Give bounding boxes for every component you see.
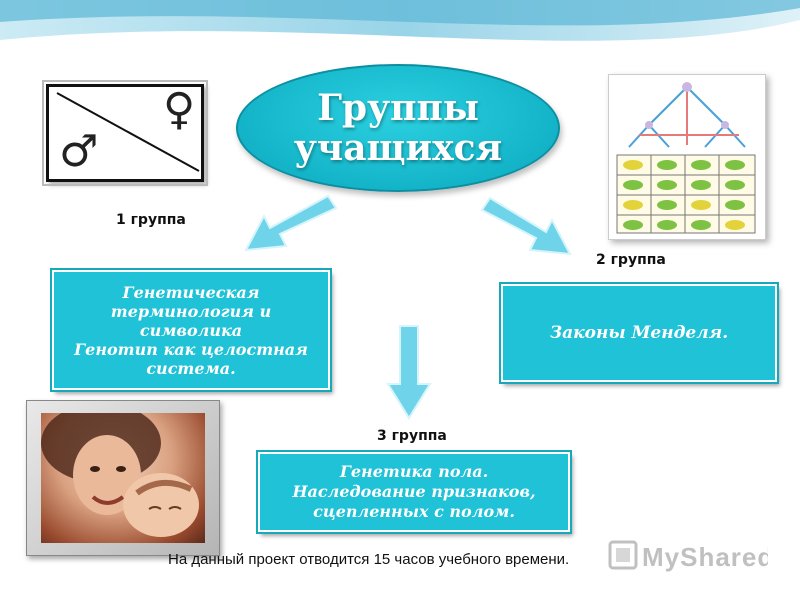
svg-text:MyShared: MyShared xyxy=(642,542,768,572)
group-1-label: 1 группа xyxy=(116,212,186,228)
title-line-2: учащихся xyxy=(293,127,503,169)
topic-line: Генетическая xyxy=(122,282,260,302)
mother-child-illustration xyxy=(41,413,199,537)
watermark-icon: MyShared xyxy=(608,540,773,572)
mendel-punnett-diagram xyxy=(608,74,766,240)
topic-line: Наследование признаков, xyxy=(292,482,536,501)
topic-line: Генотип как целостная xyxy=(74,339,308,359)
title-line-1: Группы xyxy=(317,87,479,129)
topic-line: Законы Менделя. xyxy=(549,323,729,343)
header-swoosh xyxy=(0,0,800,41)
topic-line: Генетика пола. xyxy=(339,462,489,481)
arrow-to-group-1-icon xyxy=(244,194,338,252)
group-2-topic-box: Законы Менделя. xyxy=(499,282,779,384)
female-symbol-icon: ♀ xyxy=(163,84,196,135)
diagonal-line xyxy=(56,92,200,172)
punnett-square-icon xyxy=(616,82,756,234)
footer-note: На данный проект отводится 15 часов учеб… xyxy=(168,551,570,568)
topic-line: система. xyxy=(146,358,236,378)
mother-child-photo xyxy=(41,413,205,543)
group-1-topic-box: Генетическая терминология и символика Ге… xyxy=(50,268,332,392)
group-3-topic-box: Генетика пола. Наследование признаков, с… xyxy=(256,450,572,534)
watermark-logo: MyShared xyxy=(608,534,773,578)
topic-line: символика xyxy=(139,320,243,340)
group-2-label: 2 группа xyxy=(596,252,666,268)
topic-line: сцепленных с полом. xyxy=(313,502,515,521)
arrow-to-group-2-icon xyxy=(480,196,572,256)
title-ellipse: Группы учащихся xyxy=(236,64,560,192)
mother-child-photo-frame xyxy=(26,400,220,556)
male-symbol-icon: ♂ xyxy=(59,126,99,177)
topic-line: терминология и xyxy=(110,301,272,321)
group-3-label: 3 группа xyxy=(377,428,447,444)
gender-symbols-image: ♀ ♂ xyxy=(42,80,208,186)
arrow-to-group-3-icon xyxy=(386,325,432,420)
